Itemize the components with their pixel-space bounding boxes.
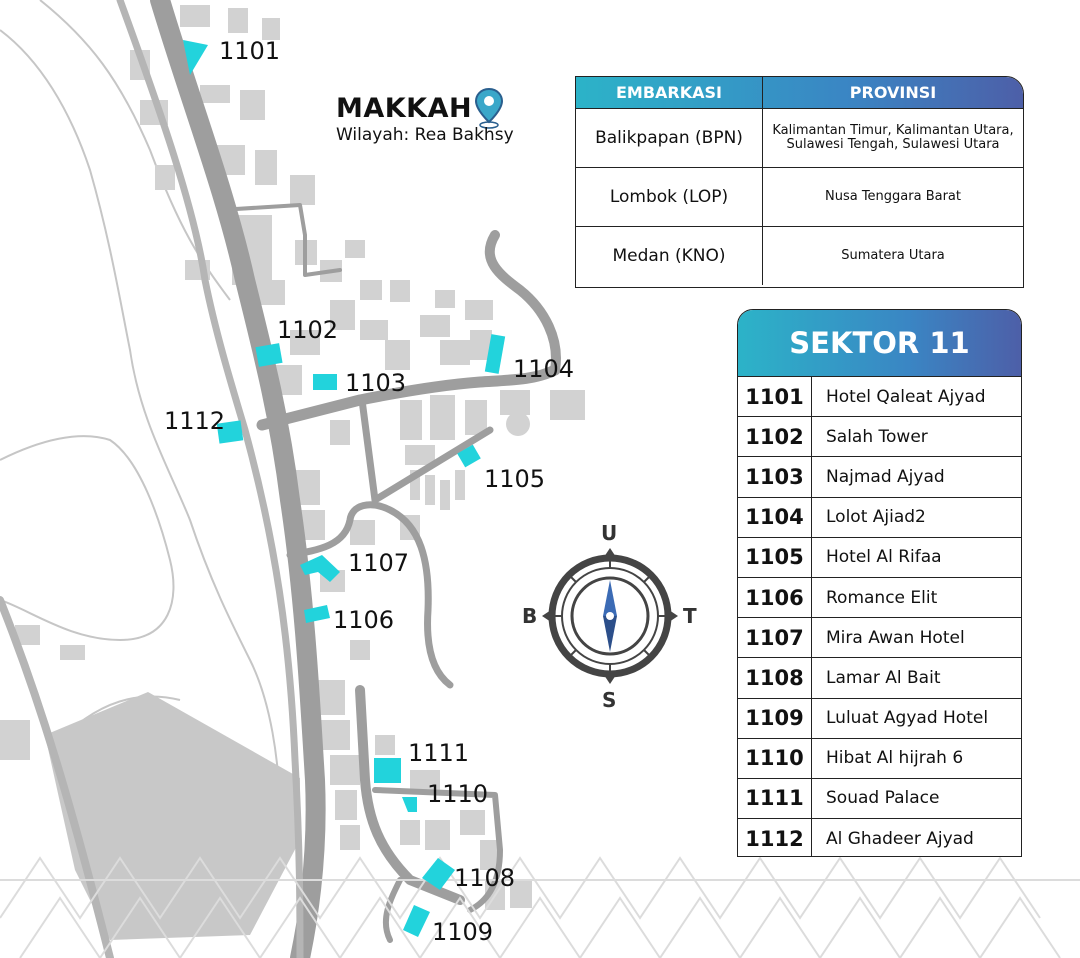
table-row: 1111 Souad Palace [738, 777, 1021, 819]
hotel-marker-1111 [374, 758, 401, 783]
hotel-name: Hotel Al Rifaa [826, 547, 942, 568]
hotel-markers [183, 40, 506, 937]
embarkasi-cell: Balikpapan (BPN) [576, 109, 763, 167]
hotel-name: Salah Tower [826, 426, 928, 447]
table-row: 1107 Mira Awan Hotel [738, 617, 1021, 658]
location-pin-icon [474, 87, 504, 129]
table-row: 1108 Lamar Al Bait [738, 657, 1021, 698]
hotel-code: 1103 [738, 457, 812, 497]
hotel-code: 1101 [738, 377, 812, 417]
embarkasi-cell: Lombok (LOP) [576, 168, 763, 226]
hotel-marker-1109 [403, 905, 430, 937]
sektor-table: SEKTOR 11 1101 Hotel Qaleat Ajyad 1102 Sal… [737, 309, 1022, 857]
map-title-block: MAKKAH Wilayah: Rea Bakhsy [336, 93, 514, 145]
plaza-area [45, 692, 300, 940]
table-row: 1103 Najmad Ajyad [738, 456, 1021, 497]
compass-west-label: B [522, 604, 538, 628]
hotel-code: 1105 [738, 537, 812, 577]
city-name: MAKKAH [336, 93, 473, 124]
map-label-1109: 1109 [432, 918, 494, 946]
header-embarkasi: EMBARKASI [576, 77, 763, 108]
hotel-marker-1112 [216, 420, 244, 444]
hotel-name: Najmad Ajyad [826, 466, 945, 487]
map-label-1101: 1101 [219, 37, 281, 65]
hotel-code: 1106 [738, 577, 812, 618]
region-name: Wilayah: Rea Bakhsy [336, 125, 514, 145]
hotel-name: Souad Palace [826, 788, 940, 809]
hotel-marker-1103 [313, 374, 337, 390]
hotel-name: Romance Elit [826, 587, 938, 608]
hotel-code: 1104 [738, 497, 812, 537]
provinsi-cell: Nusa Tenggara Barat [824, 189, 961, 204]
sektor-title: SEKTOR 11 [738, 310, 1021, 376]
hotel-name: Al Ghadeer Ajyad [826, 828, 974, 849]
map-label-1107: 1107 [348, 549, 410, 577]
compass-east-label: T [683, 604, 697, 628]
hotel-name: Mira Awan Hotel [826, 627, 965, 648]
hotel-name: Lolot Ajiad2 [826, 507, 926, 528]
hotel-marker-1110 [402, 797, 417, 812]
hotel-marker-1105 [457, 444, 481, 468]
hotel-marker-1101 [183, 40, 208, 75]
map-label-1106: 1106 [333, 606, 395, 634]
compass-south-label: S [602, 688, 617, 712]
map-label-1103: 1103 [345, 369, 407, 397]
hotel-code: 1111 [738, 778, 812, 819]
map-label-1102: 1102 [277, 316, 339, 344]
hotel-code: 1102 [738, 417, 812, 457]
hotel-marker-1106 [304, 605, 330, 623]
map-label-1110: 1110 [427, 780, 489, 808]
pattern-band [0, 856, 1080, 958]
map-label-1108: 1108 [454, 864, 516, 892]
table-row: 1110 Hibat Al hijrah 6 [738, 737, 1021, 778]
hotel-code: 1107 [738, 618, 812, 658]
embarkasi-cell: Medan (KNO) [576, 227, 763, 285]
compass-icon [542, 548, 678, 684]
map-label-1112: 1112 [164, 407, 226, 435]
hotel-name: Lamar Al Bait [826, 667, 941, 688]
hotel-code: 1108 [738, 658, 812, 698]
hotel-marker-1104 [484, 334, 506, 374]
table-row: 1112 Al Ghadeer Ajyad [738, 818, 1021, 856]
table-row: 1109 Luluat Agyad Hotel [738, 697, 1021, 738]
hotel-code: 1112 [738, 819, 812, 856]
header-provinsi: PROVINSI [849, 83, 937, 102]
hotel-code: 1109 [738, 698, 812, 738]
provinsi-cell: Kalimantan Timur, Kalimantan Utara, Sula… [772, 123, 1014, 152]
hotel-marker-1108 [422, 858, 455, 890]
hotel-marker-1102 [255, 343, 283, 367]
table-row: 1102 Salah Tower [738, 416, 1021, 457]
map-label-1105: 1105 [484, 465, 546, 493]
compass-north-label: U [601, 521, 618, 545]
table-row: 1106 Romance Elit [738, 576, 1021, 618]
embarkasi-table: EMBARKASI PROVINSI Balikpapan (BPN) Kali… [575, 76, 1024, 288]
table-row: Medan (KNO) Sumatera Utara [576, 226, 1023, 285]
hotel-name: Hibat Al hijrah 6 [826, 748, 964, 769]
embarkasi-table-header: EMBARKASI PROVINSI [576, 77, 1023, 108]
table-row: 1101 Hotel Qaleat Ajyad [738, 376, 1021, 417]
map-label-1111: 1111 [408, 739, 470, 767]
roads [0, 0, 561, 958]
hotel-marker-1107 [300, 555, 340, 582]
provinsi-cell: Sumatera Utara [841, 248, 945, 263]
hotel-name: Luluat Agyad Hotel [826, 708, 989, 729]
hotel-name: Hotel Qaleat Ajyad [826, 386, 986, 407]
table-row: 1105 Hotel Al Rifaa [738, 536, 1021, 577]
main-road [150, 0, 326, 958]
hotel-code: 1110 [738, 738, 812, 778]
table-row: Lombok (LOP) Nusa Tenggara Barat [576, 167, 1023, 226]
table-row: 1104 Lolot Ajiad2 [738, 496, 1021, 537]
roundabout [506, 412, 530, 436]
map-label-1104: 1104 [513, 355, 575, 383]
table-row: Balikpapan (BPN) Kalimantan Timur, Kalim… [576, 108, 1023, 167]
